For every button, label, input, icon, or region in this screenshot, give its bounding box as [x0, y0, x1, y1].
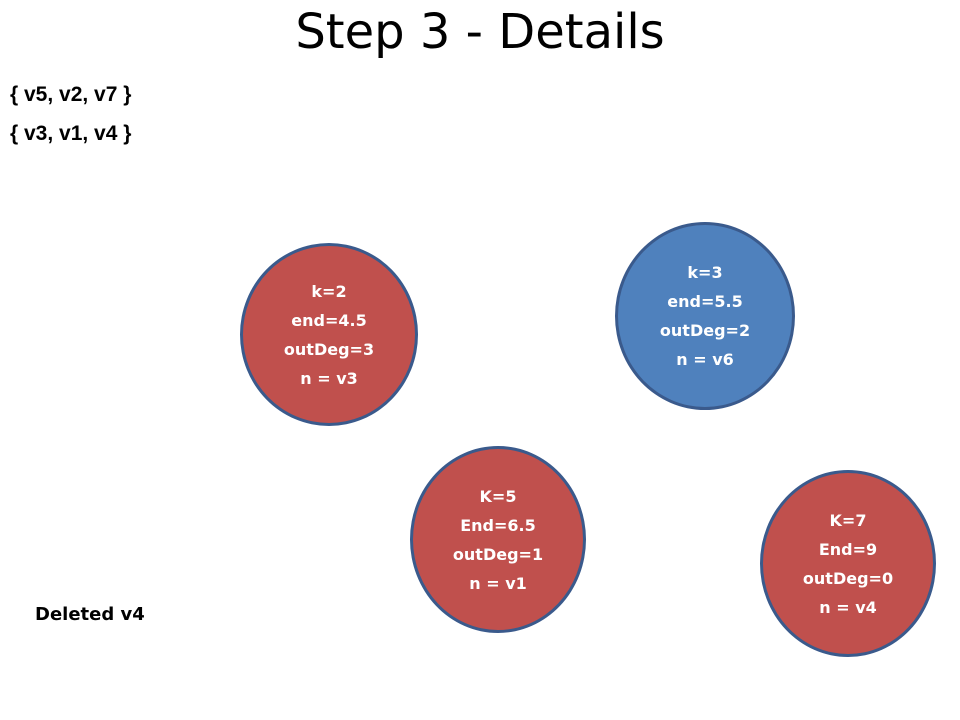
- set-line-first: { v5, v2, v7 }: [10, 83, 132, 106]
- node-v4: K=7 End=9 outDeg=0 n = v4: [760, 470, 936, 657]
- deleted-note: Deleted v4: [35, 604, 145, 625]
- node-v6-outdeg: outDeg=2: [659, 321, 751, 340]
- node-v3-outdeg: outDeg=3: [283, 339, 375, 359]
- node-v6: k=3 end=5.5 outDeg=2 n = v6: [615, 222, 795, 410]
- node-v3-end: end=4.5: [291, 310, 367, 330]
- slide-title: Step 3 - Details: [295, 4, 665, 60]
- node-v4-k: K=7: [829, 510, 867, 530]
- node-v4-name: n = v4: [819, 597, 877, 617]
- node-v3: k=2 end=4.5 outDeg=3 n = v3: [240, 243, 418, 426]
- node-v3-k: k=2: [311, 281, 347, 301]
- node-v1-outdeg: outDeg=1: [452, 544, 544, 564]
- node-v1-end: End=6.5: [460, 515, 536, 535]
- node-v6-end: end=5.5: [667, 292, 743, 311]
- node-v1: K=5 End=6.5 outDeg=1 n = v1: [410, 446, 586, 633]
- node-v4-outdeg: outDeg=0: [802, 568, 894, 588]
- node-v6-name: n = v6: [676, 350, 734, 369]
- node-v6-k: k=3: [687, 263, 723, 282]
- node-v3-name: n = v3: [300, 368, 358, 388]
- node-v1-k: K=5: [479, 486, 517, 506]
- node-v4-end: End=9: [818, 539, 878, 559]
- node-v1-name: n = v1: [469, 573, 527, 593]
- set-line-second: { v3, v1, v4 }: [10, 122, 132, 145]
